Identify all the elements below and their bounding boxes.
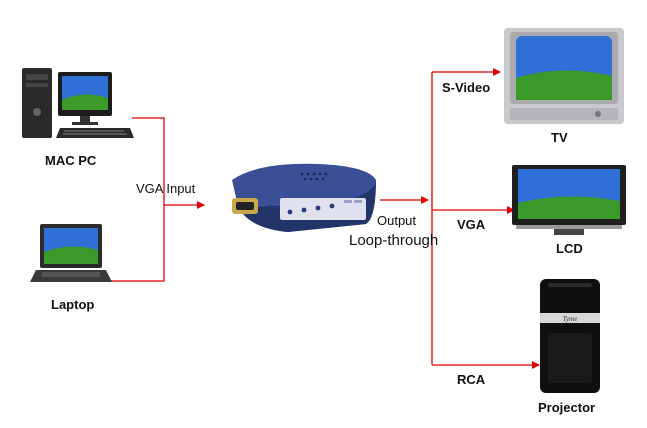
- loop-through-label: Loop-through: [349, 232, 439, 249]
- laptop-label: Laptop: [51, 297, 95, 312]
- crt-tv-icon: [504, 28, 624, 124]
- lcd-monitor-icon: [512, 165, 626, 235]
- svideo-label: S-Video: [442, 80, 491, 95]
- laptop-icon: [30, 224, 112, 282]
- rca-label: RCA: [457, 372, 486, 387]
- projector-brand: Tyme: [563, 315, 578, 323]
- wire-mac-pc: [132, 117, 165, 205]
- projector-label: Projector: [538, 400, 596, 415]
- lcd-label: LCD: [556, 241, 583, 256]
- projector-icon: Tyme: [540, 279, 600, 393]
- vga-input-label: VGA Input: [136, 181, 196, 196]
- wire-laptop: [108, 205, 165, 282]
- tv-label: TV: [551, 130, 568, 145]
- vga-output-label: VGA: [457, 217, 486, 232]
- output-label: Output: [377, 213, 417, 228]
- desktop-pc-icon: [22, 68, 134, 138]
- converter-box-icon: [232, 163, 376, 232]
- mac-pc-label: MAC PC: [45, 153, 97, 168]
